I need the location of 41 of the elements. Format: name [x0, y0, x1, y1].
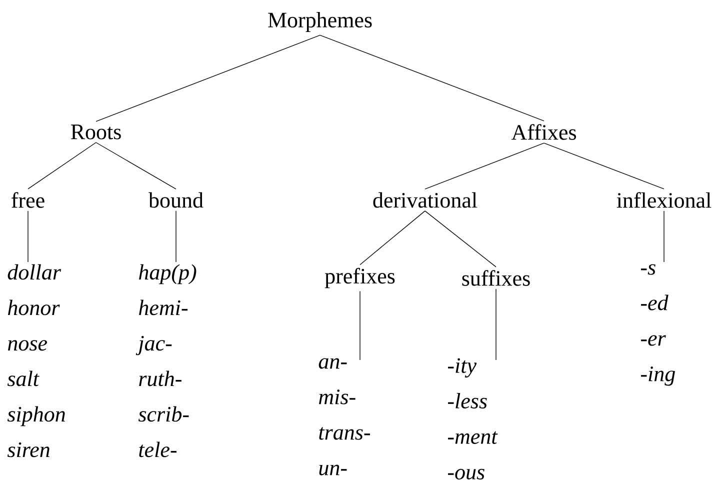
- morpheme-example: -ous: [448, 468, 484, 480]
- morpheme-example: -ity: [448, 358, 477, 378]
- tree-label: Roots: [70, 124, 121, 140]
- tree-label: Morphemes: [268, 12, 372, 32]
- morpheme-example: -ment: [448, 431, 498, 444]
- morpheme-example: jac-: [136, 336, 172, 356]
- morpheme-example: -ed: [641, 294, 668, 310]
- morpheme-example: un-: [319, 464, 347, 476]
- morpheme-example: -ing: [641, 366, 675, 386]
- morpheme-example: -er: [641, 335, 666, 346]
- morpheme-example: salt: [7, 370, 40, 386]
- morpheme-example: an-: [318, 358, 347, 369]
- tree-label: suffixes: [462, 270, 530, 286]
- tree-branch: [320, 34, 544, 122]
- tree-branch: [28, 142, 96, 190]
- tree-label: bound: [148, 192, 204, 208]
- tree-label: inflexional: [616, 192, 712, 208]
- tree-label: Affixes: [511, 124, 576, 140]
- morpheme-example: hemi-: [139, 300, 188, 316]
- morpheme-example: tele-: [139, 442, 176, 458]
- morpheme-example: siren: [7, 442, 50, 458]
- tree-label: free: [12, 192, 44, 208]
- tree-label: prefixes: [324, 268, 395, 288]
- tree-branch: [424, 210, 496, 268]
- morpheme-example: hap(p): [139, 264, 196, 284]
- tree-branch: [96, 34, 320, 122]
- morpheme-example: dollar: [8, 264, 62, 280]
- morpheme-example: -less: [448, 393, 487, 408]
- tree-branch: [360, 210, 426, 266]
- morpheme-example: nose: [8, 340, 48, 351]
- tree-branch: [96, 142, 176, 190]
- tree-branch: [424, 142, 544, 190]
- morpheme-example: ruth-: [139, 370, 182, 386]
- morpheme-example: -s: [641, 264, 656, 275]
- morpheme-example: mis-: [319, 390, 356, 404]
- morpheme-example: siphon: [7, 406, 65, 426]
- morpheme-example: scrib-: [138, 406, 189, 422]
- morpheme-example: honor: [8, 300, 60, 316]
- tree-label: derivational: [373, 192, 478, 208]
- morpheme-example: trans-: [319, 427, 370, 440]
- tree-branch: [544, 142, 664, 190]
